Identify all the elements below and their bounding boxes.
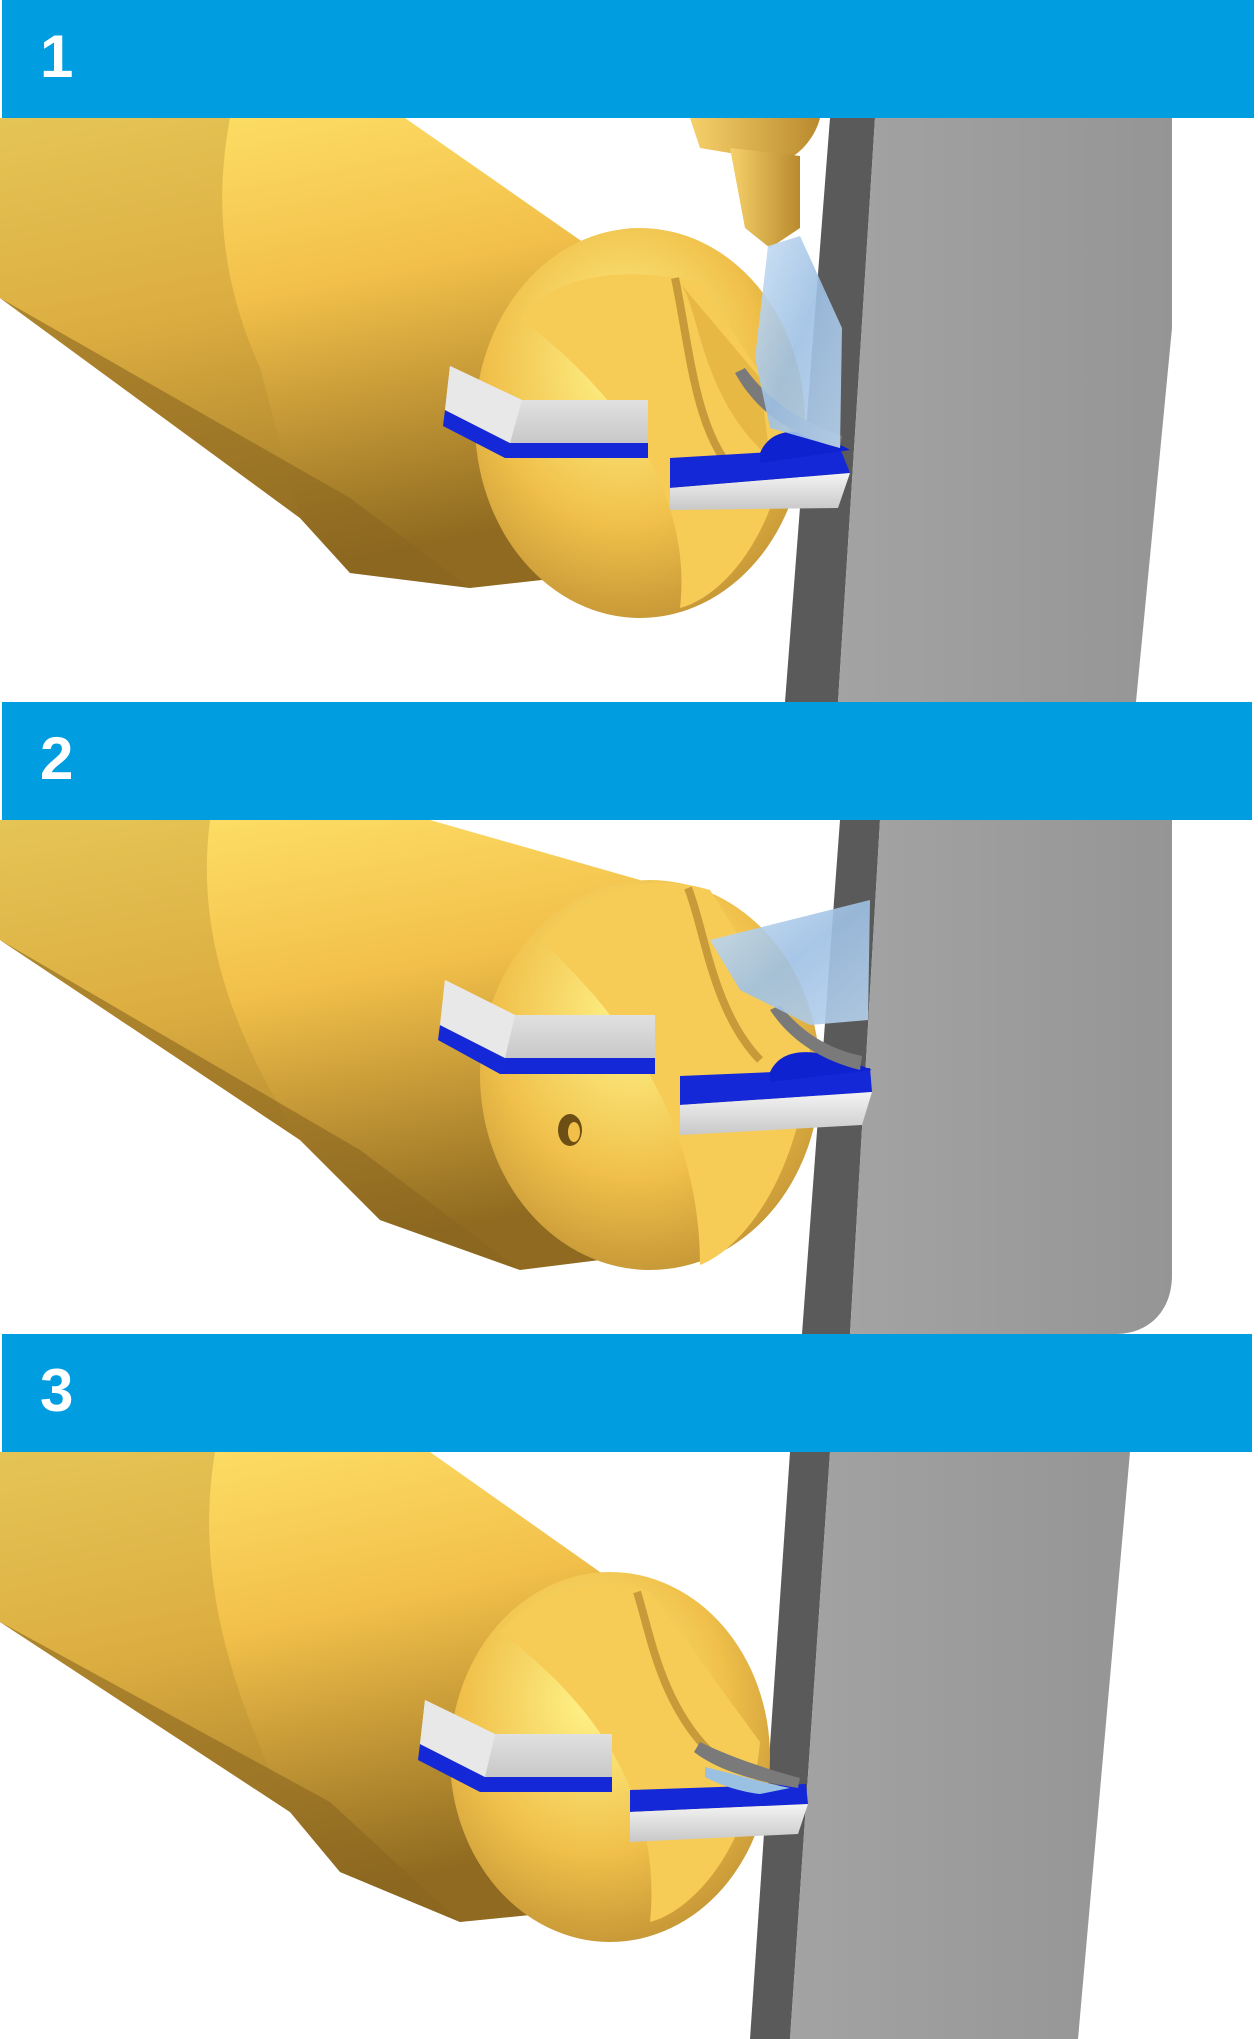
step-2-illustration [0, 820, 1172, 1334]
coolant-jet [710, 900, 870, 1025]
chip [770, 1005, 862, 1070]
chip-fragment [705, 1767, 790, 1794]
step-1-banner: 1 [2, 0, 1254, 118]
coolant-jet [755, 236, 842, 448]
upper-insert [438, 980, 655, 1074]
lower-insert [680, 1052, 872, 1135]
boring-tool [0, 1452, 808, 1942]
chip [694, 1742, 800, 1788]
step-2-label: 2 [40, 725, 74, 792]
step-1-label: 1 [40, 23, 74, 90]
upper-insert [443, 366, 648, 458]
coolant-nozzle [690, 118, 820, 248]
step-1-illustration [0, 118, 1172, 702]
step-3-banner: 3 [2, 1334, 1252, 1452]
step-3-illustration [0, 1452, 1130, 2039]
workpiece [785, 118, 1172, 702]
step-3-panel: 3 [0, 1334, 1258, 2039]
workpiece [750, 1452, 1130, 2039]
lower-insert [630, 1784, 808, 1842]
step-1-panel: 1 [0, 0, 1258, 702]
step-2-panel: 2 [0, 702, 1258, 1334]
boring-tool [0, 118, 850, 618]
step-3-label: 3 [40, 1357, 74, 1424]
boring-tool [0, 820, 872, 1270]
step-2-banner: 2 [2, 702, 1252, 820]
upper-insert [418, 1700, 612, 1792]
